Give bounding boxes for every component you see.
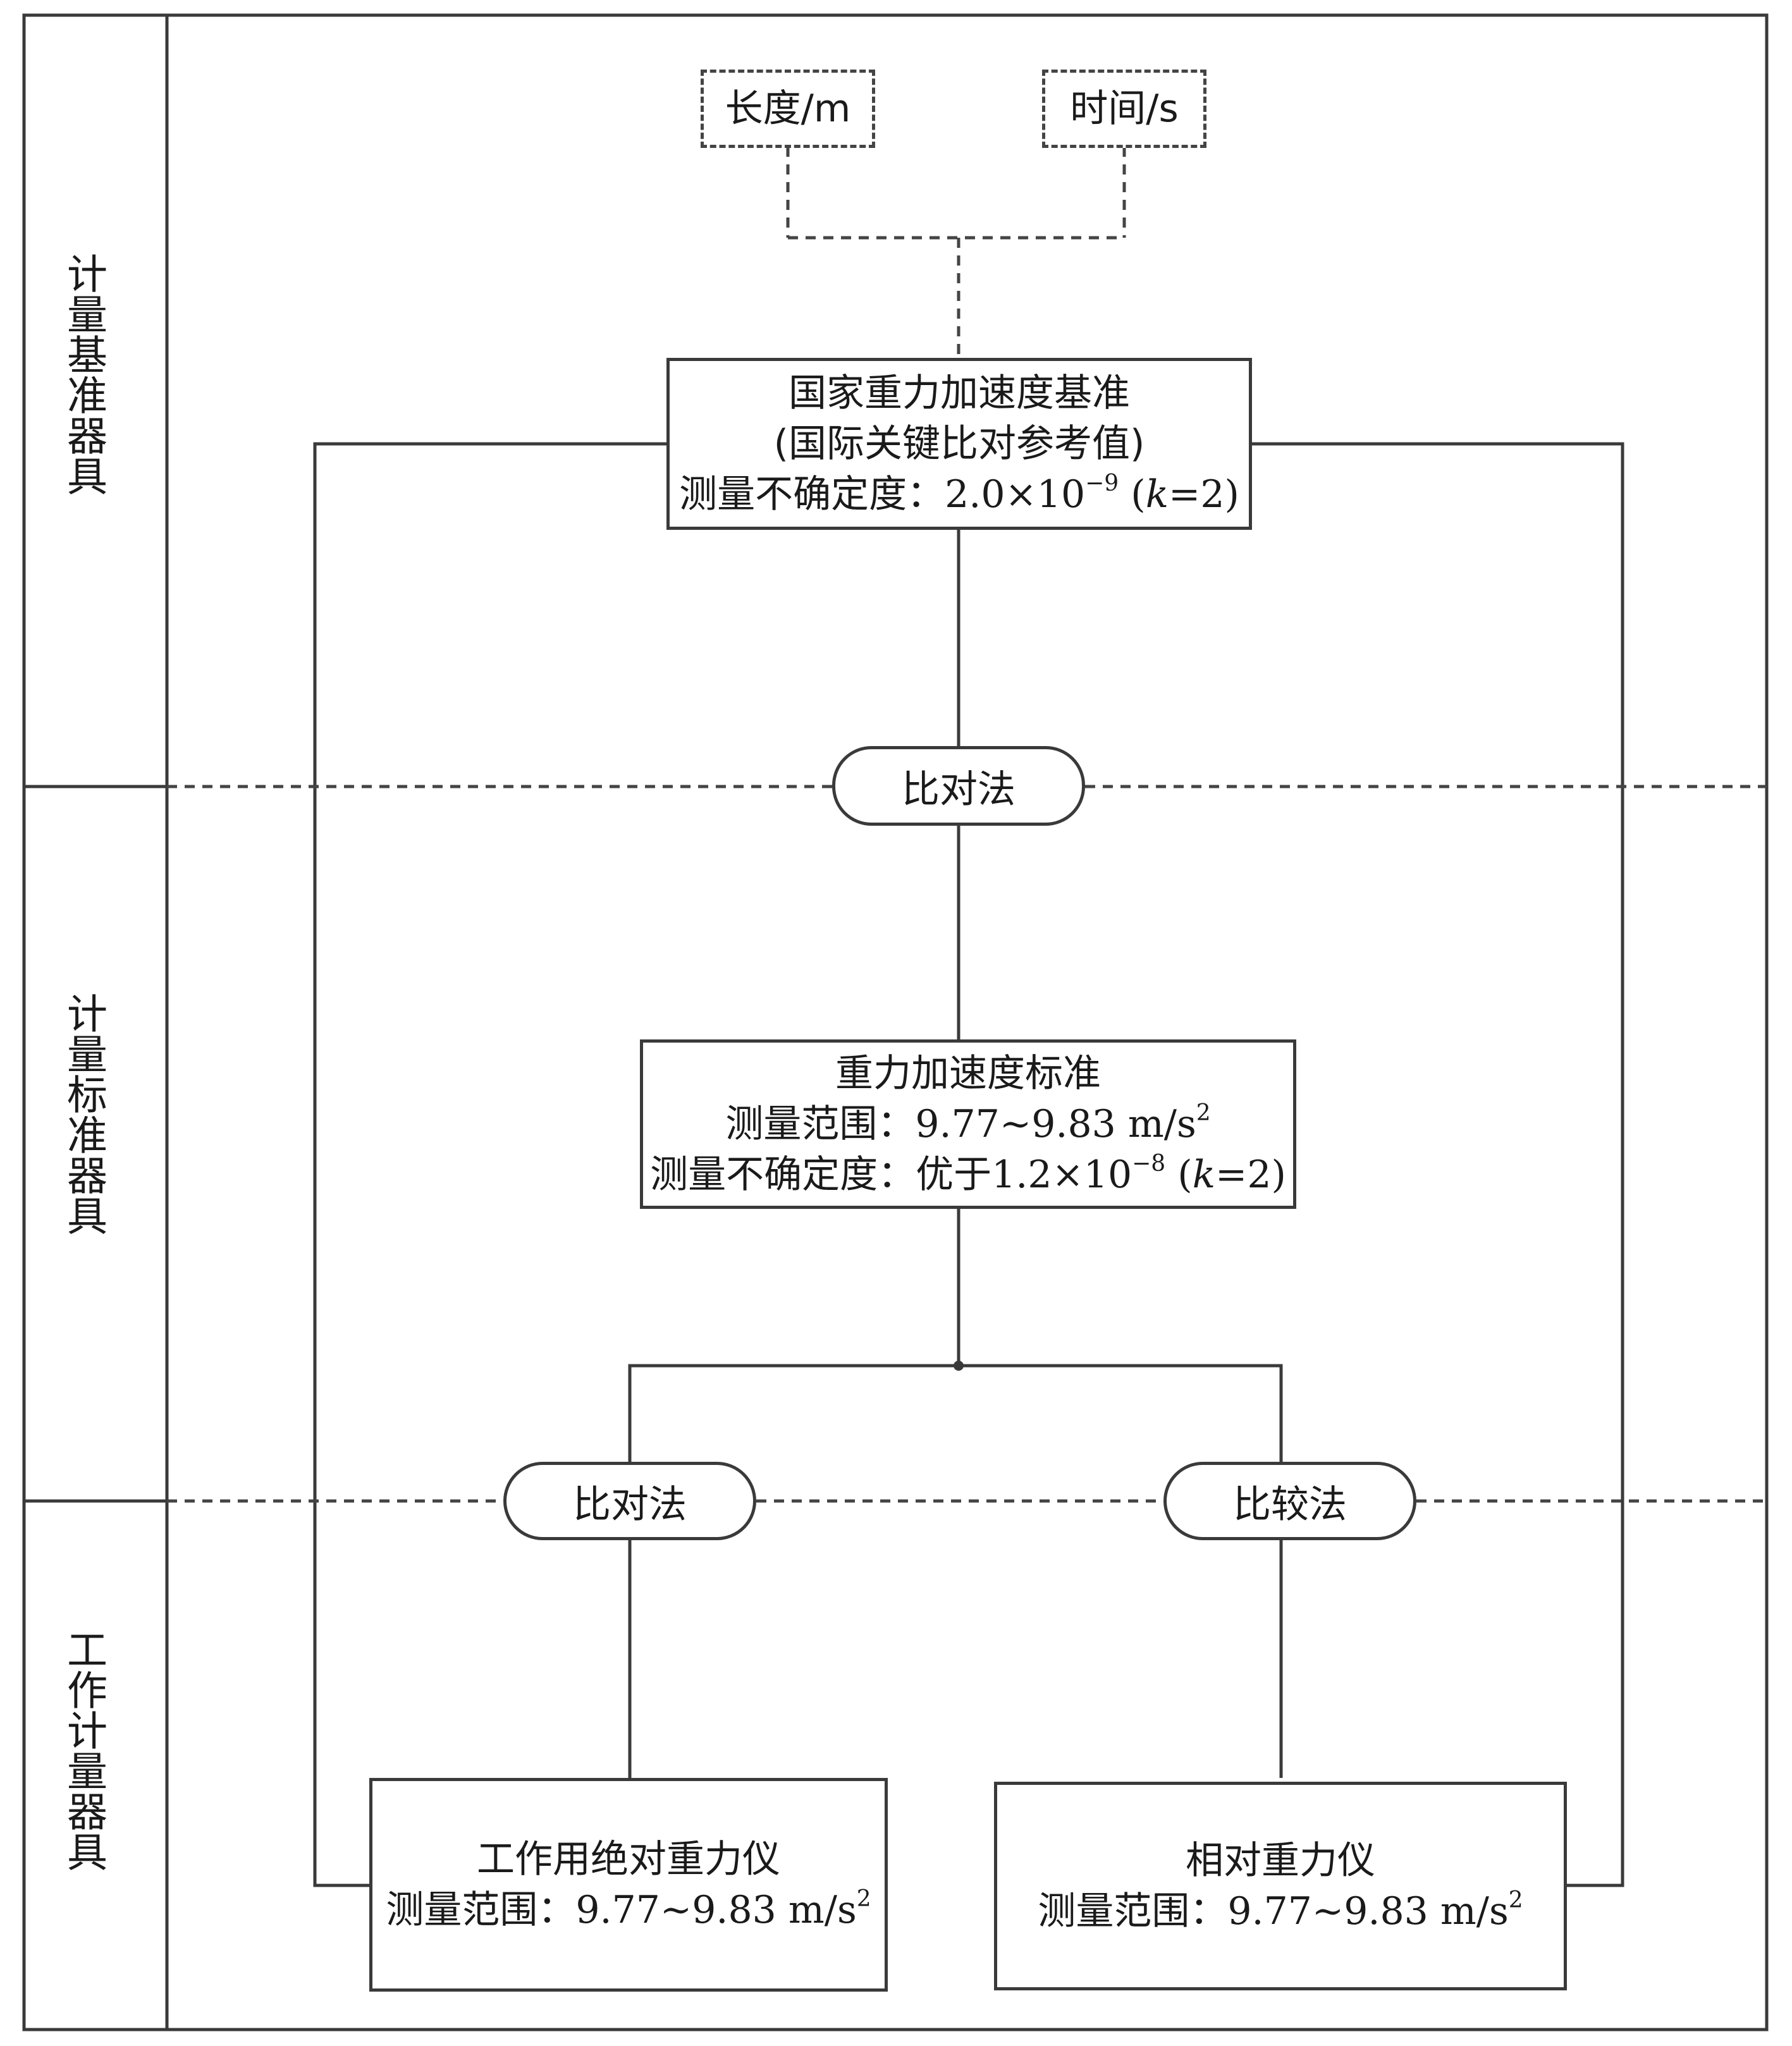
- measurement-standard-box: 重力加速度标准 测量范围：9.77~9.83 m/s2 测量不确定度：优于1.2…: [640, 1039, 1296, 1209]
- measurement-standard-uncertainty: 测量不确定度：优于1.2×10−8 (k=2): [650, 1151, 1286, 1198]
- national-standard-subtitle: (国际关键比对参考值): [773, 422, 1145, 466]
- range-label: 测量范围：: [1038, 1889, 1228, 1933]
- absolute-gravimeter-title: 工作用绝对重力仪: [477, 1837, 780, 1882]
- national-standard-box: 国家重力加速度基准 (国际关键比对参考值) 测量不确定度：2.0×10−9 (k…: [666, 358, 1252, 530]
- outer-frame: [22, 13, 1769, 2031]
- coverage-value: =2): [1215, 1153, 1286, 1197]
- relative-gravimeter-box: 相对重力仪 测量范围：9.77~9.83 m/s2: [994, 1782, 1567, 1990]
- method-pill-left: 比对法: [503, 1462, 756, 1540]
- range-label: 测量范围：: [386, 1888, 576, 1932]
- section-label-standard: 计量标准器具: [60, 993, 107, 1235]
- connector-outer-left: [313, 442, 666, 1887]
- method-pill-top: 比对法: [832, 746, 1085, 826]
- method-pill-right: 比较法: [1163, 1462, 1416, 1540]
- coverage-value: =2): [1169, 472, 1239, 517]
- coverage-factor: k: [1145, 472, 1169, 517]
- connector-branch: [628, 1364, 1283, 1462]
- range-value: 9.77~9.83 m/s: [575, 1888, 857, 1932]
- relative-gravimeter-title: 相对重力仪: [1186, 1839, 1375, 1883]
- range-value: 9.77~9.83 m/s: [915, 1102, 1196, 1146]
- absolute-gravimeter-box: 工作用绝对重力仪 测量范围：9.77~9.83 m/s2: [369, 1778, 888, 1992]
- national-standard-title: 国家重力加速度基准: [789, 371, 1130, 415]
- length-unit-box: 长度/m: [701, 70, 875, 148]
- time-unit-box: 时间/s: [1042, 70, 1206, 148]
- range-label: 测量范围：: [725, 1102, 916, 1146]
- uncertainty-value: 2.0×10: [945, 472, 1086, 517]
- measurement-standard-range: 测量范围：9.77~9.83 m/s2: [725, 1099, 1210, 1149]
- national-standard-uncertainty: 测量不确定度：2.0×10−9 (k=2): [679, 470, 1239, 517]
- relative-gravimeter-range: 测量范围：9.77~9.83 m/s2: [1038, 1886, 1523, 1937]
- uncertainty-label: 测量不确定度：优于: [650, 1153, 992, 1197]
- range-exponent: 2: [1508, 1887, 1523, 1913]
- section-label-working: 工作计量器具: [60, 1629, 107, 1871]
- uncertainty-value: 1.2×10: [991, 1153, 1132, 1197]
- absolute-gravimeter-range: 测量范围：9.77~9.83 m/s2: [386, 1885, 871, 1935]
- range-exponent: 2: [1196, 1100, 1211, 1126]
- uncertainty-label: 测量不确定度：: [679, 472, 945, 517]
- range-exponent: 2: [856, 1886, 871, 1912]
- range-value: 9.77~9.83 m/s: [1227, 1889, 1509, 1933]
- connector-outer-right: [1252, 442, 1624, 1887]
- uncertainty-exponent: −9: [1085, 470, 1119, 496]
- section-label-primary: 计量基准器具: [60, 253, 107, 496]
- measurement-standard-title: 重力加速度标准: [835, 1051, 1101, 1096]
- coverage-factor: k: [1192, 1153, 1216, 1197]
- uncertainty-exponent: −8: [1132, 1151, 1166, 1177]
- branch-junction-dot: [954, 1361, 964, 1371]
